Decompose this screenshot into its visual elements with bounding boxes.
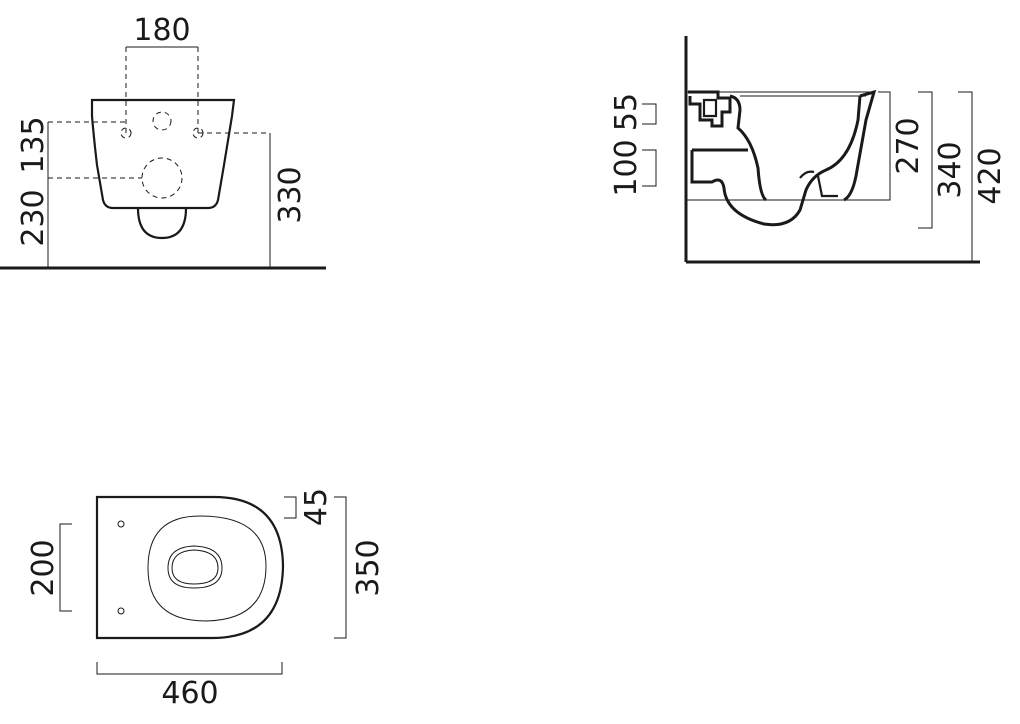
dim-front-left-lower: 230 bbox=[16, 189, 51, 246]
front-bowl-outline bbox=[90, 98, 236, 210]
dim-side-height-2: 340 bbox=[933, 141, 968, 198]
dim-top-depth: 350 bbox=[351, 539, 386, 596]
dim-side-height-3: 420 bbox=[973, 147, 1008, 204]
dim-top-width: 460 bbox=[161, 676, 218, 711]
dim-side-height-1: 270 bbox=[891, 117, 926, 174]
top-view: 45 350 200 460 bbox=[26, 488, 386, 711]
dim-side-small-lower: 100 bbox=[609, 139, 644, 196]
dim-front-left-upper: 135 bbox=[16, 116, 51, 173]
dim-top-hole-spacing: 200 bbox=[26, 539, 61, 596]
dim-side-small-upper: 55 bbox=[609, 93, 644, 131]
front-outlet-outline bbox=[136, 207, 188, 240]
front-inlet-hole bbox=[152, 111, 172, 131]
front-view: 180 135 230 330 bbox=[0, 13, 326, 270]
front-waste-hole bbox=[141, 157, 183, 199]
dim-top-offset: 45 bbox=[299, 488, 334, 526]
top-fixing-hole-upper bbox=[117, 520, 125, 528]
top-water-surface bbox=[167, 545, 223, 589]
top-bowl-rim bbox=[147, 515, 267, 622]
dim-front-width-top: 180 bbox=[133, 13, 190, 48]
dim-front-right: 330 bbox=[273, 166, 308, 223]
top-fixing-hole-lower bbox=[117, 607, 125, 615]
top-outer-outline bbox=[95, 495, 285, 640]
side-rim-profile bbox=[688, 90, 732, 128]
side-bowl-profile bbox=[690, 94, 862, 227]
side-view: 55 100 270 340 420 bbox=[609, 36, 1008, 264]
